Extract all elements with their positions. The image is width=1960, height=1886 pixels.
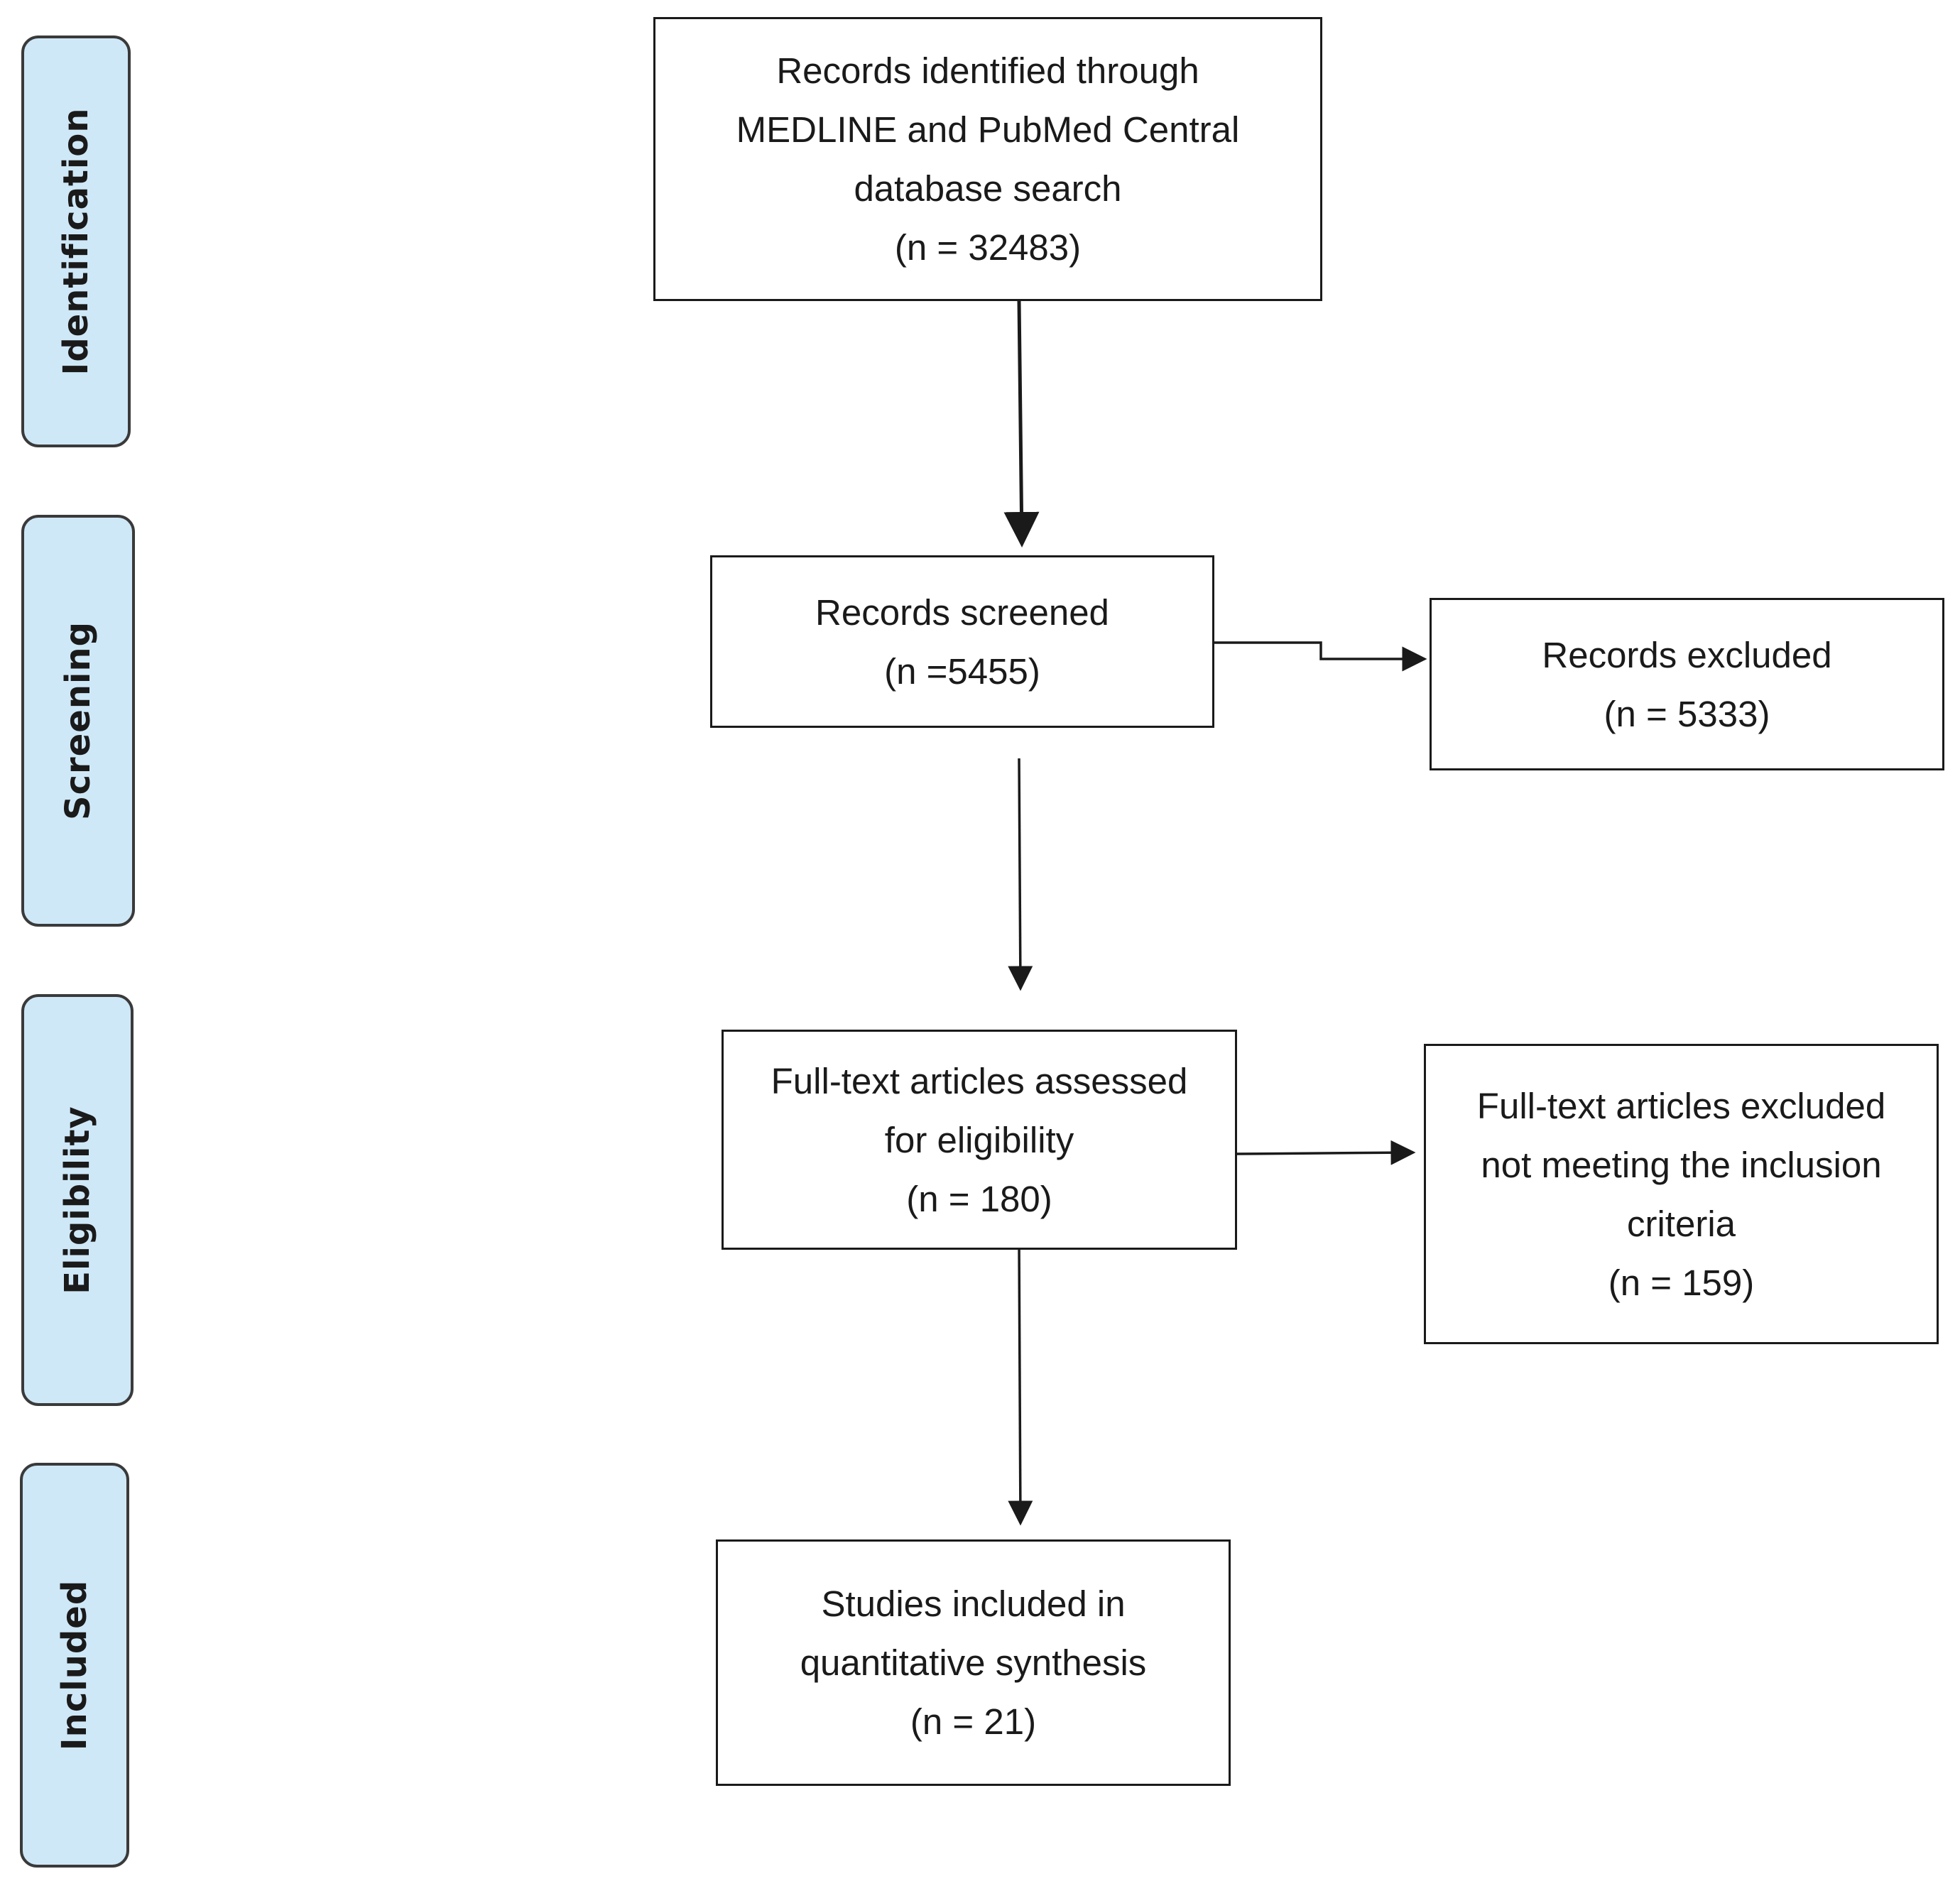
arrow-fulltext-to-included xyxy=(1008,1242,1033,1526)
fulltext-excluded-count: (n = 159) xyxy=(1608,1262,1755,1303)
fulltext-assessed-count: (n = 180) xyxy=(906,1178,1052,1219)
arrow-identified-to-screened xyxy=(1003,300,1040,547)
box-fulltext-assessed: Full-text articles assessed for eligibil… xyxy=(722,1030,1237,1250)
studies-included-line-1: Studies included in xyxy=(821,1584,1126,1624)
fulltext-excluded-line-1: Full-text articles excluded xyxy=(1476,1085,1886,1126)
phase-screening: Screening xyxy=(21,515,135,927)
phase-identification-label: Identification xyxy=(56,107,96,376)
studies-included-count: (n = 21) xyxy=(910,1701,1037,1742)
fulltext-excluded-line-2: not meeting the inclusion xyxy=(1481,1144,1882,1185)
phase-identification: Identification xyxy=(21,36,131,447)
box-fulltext-excluded: Full-text articles excluded not meeting … xyxy=(1424,1044,1939,1344)
phase-included-label: Included xyxy=(55,1579,94,1751)
records-screened-count: (n =5455) xyxy=(884,650,1040,692)
records-identified-line-3: database search xyxy=(854,168,1122,209)
fulltext-excluded-line-3: criteria xyxy=(1626,1203,1736,1244)
arrow-screened-to-fulltext xyxy=(1008,758,1033,991)
box-studies-included: Studies included in quantitative synthes… xyxy=(716,1539,1231,1786)
phase-included: Included xyxy=(20,1463,129,1868)
box-records-screened: Records screened (n =5455) xyxy=(710,555,1214,728)
phase-eligibility-label: Eligibility xyxy=(58,1106,97,1294)
arrow-fulltext-to-excluded xyxy=(1236,1140,1416,1165)
records-excluded-label: Records excluded xyxy=(1542,634,1832,675)
records-screened-label: Records screened xyxy=(815,592,1109,633)
box-records-identified: Records identified through MEDLINE and P… xyxy=(653,17,1322,301)
fulltext-assessed-line-1: Full-text articles assessed xyxy=(771,1060,1188,1101)
records-identified-line-2: MEDLINE and PubMed Central xyxy=(736,109,1240,150)
records-identified-count: (n = 32483) xyxy=(894,227,1082,268)
records-identified-line-1: Records identified through xyxy=(776,50,1199,91)
fulltext-assessed-line-2: for eligibility xyxy=(884,1119,1074,1160)
phase-eligibility: Eligibility xyxy=(21,994,134,1406)
box-records-excluded: Records excluded (n = 5333) xyxy=(1430,598,1944,770)
studies-included-line-2: quantitative synthesis xyxy=(800,1642,1147,1683)
phase-screening-label: Screening xyxy=(58,621,98,820)
records-excluded-count: (n = 5333) xyxy=(1604,693,1770,734)
arrow-screened-to-excluded xyxy=(1214,641,1427,672)
